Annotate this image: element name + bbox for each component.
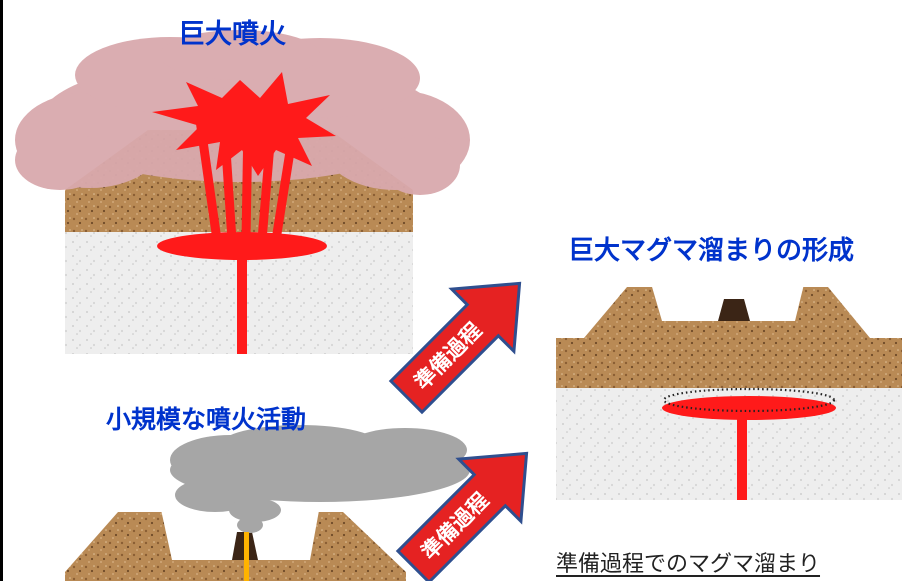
- chamber-formation-scene: [556, 280, 902, 500]
- crust-layer: [556, 338, 902, 388]
- giant-eruption-scene: [15, 30, 470, 354]
- explosion-burst: [152, 72, 336, 176]
- chamber-outline-dotted: [662, 387, 836, 413]
- feeder-conduit: [237, 246, 247, 354]
- giant-chamber-title: 巨大マグマ溜まりの形成: [568, 236, 855, 266]
- giant-eruption-title: 巨大噴火: [178, 19, 286, 50]
- small-activity-title: 小規模な噴火活動: [106, 405, 307, 434]
- central-cone: [718, 299, 750, 321]
- small-activity-scene: [65, 425, 470, 581]
- preparation-caption: 準備過程でのマグマ溜まり: [556, 552, 821, 577]
- lower-preparation-arrow[interactable]: 準備過程: [382, 422, 557, 581]
- small-conduit: [244, 532, 249, 581]
- left-frame-border: [0, 0, 3, 581]
- magma-chamber-growing: [662, 396, 836, 420]
- feeder-conduit: [737, 412, 747, 500]
- ash-plume: [170, 425, 470, 533]
